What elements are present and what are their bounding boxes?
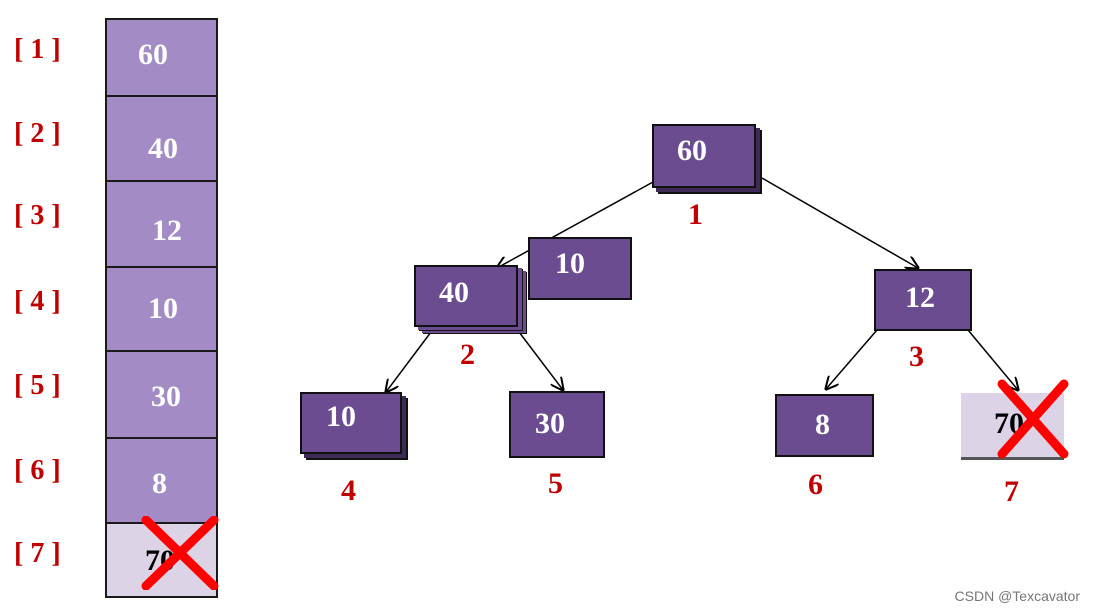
array-index-7: [ 7 ] <box>14 538 61 569</box>
node-value: 30 <box>535 407 565 440</box>
array-index-3: [ 3 ] <box>14 200 61 231</box>
array-value: 30 <box>151 380 181 413</box>
node-value: 10 <box>326 400 356 433</box>
node-label-5: 5 <box>548 467 563 500</box>
tree-node-5: 30 <box>509 391 605 458</box>
node-value: 60 <box>677 134 707 167</box>
array-index-4: [ 4 ] <box>14 286 61 317</box>
edge-3-7 <box>967 329 1018 390</box>
edge-2-4 <box>386 327 435 392</box>
array-cell-3: 12 <box>105 180 218 268</box>
edge-1-2 <box>497 181 654 268</box>
node-value: 8 <box>815 408 830 441</box>
array-index-6: [ 6 ] <box>14 455 61 486</box>
array-value: 60 <box>138 38 168 71</box>
tree-node-2: 40 <box>414 265 518 327</box>
array-index-2: [ 2 ] <box>14 118 61 149</box>
node-value: 40 <box>439 276 469 309</box>
edge-3-6 <box>826 329 878 389</box>
node-label-6: 6 <box>808 468 823 501</box>
edge-2-5 <box>515 327 563 390</box>
node-label-1: 1 <box>688 198 703 231</box>
tree-node-1: 60 <box>652 124 756 188</box>
node-label-7: 7 <box>1004 475 1019 508</box>
node-label-4: 4 <box>341 474 356 507</box>
watermark: CSDN @Texcavator <box>954 588 1080 604</box>
node-value: 12 <box>905 281 935 314</box>
array-value: 40 <box>148 132 178 165</box>
array-value: 10 <box>148 292 178 325</box>
delete-cross-icon <box>141 516 219 590</box>
tree-node-moving: 10 <box>528 237 632 300</box>
array-value: 8 <box>152 467 167 500</box>
delete-cross-icon <box>997 379 1069 459</box>
node-value: 10 <box>555 247 585 280</box>
array-index-1: [ 1 ] <box>14 34 61 65</box>
edge-1-3 <box>761 177 918 268</box>
array-index-5: [ 5 ] <box>14 370 61 401</box>
array-value: 12 <box>152 214 182 247</box>
tree-node-3: 12 <box>874 269 972 331</box>
tree-node-4: 10 <box>300 392 402 454</box>
array-cell-4: 10 <box>105 266 218 352</box>
tree-node-6: 8 <box>775 394 874 457</box>
node-label-3: 3 <box>909 340 924 373</box>
array-cell-2: 40 <box>105 95 218 182</box>
node-label-2: 2 <box>460 338 475 371</box>
